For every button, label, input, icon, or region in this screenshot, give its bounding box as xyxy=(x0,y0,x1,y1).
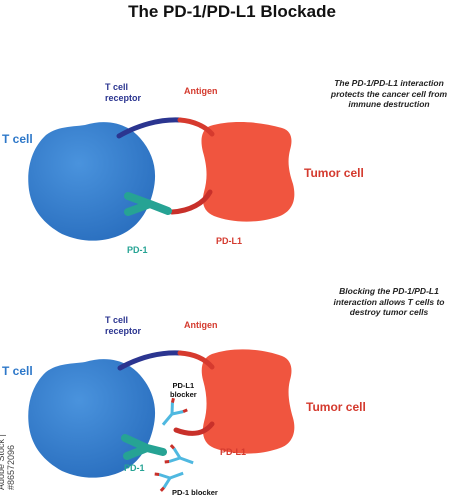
page-title: The PD-1/PD-L1 Blockade xyxy=(128,2,336,21)
tumor-cell-label-1: Tumor cell xyxy=(304,166,364,180)
pd-1-label-2: PD-1 xyxy=(124,463,145,473)
pd-l1-label-1: PD-L1 xyxy=(216,236,243,246)
antigen-1 xyxy=(177,117,215,137)
pd-l1-1 xyxy=(169,189,213,215)
tumor-cell-label-2: Tumor cell xyxy=(306,400,366,414)
tcr-label-1-line2: receptor xyxy=(105,93,142,104)
pd-l1-blocker-antibody xyxy=(161,397,188,426)
t-cell-receptor-2 xyxy=(117,350,183,371)
tcr-label-2-line2: receptor xyxy=(105,326,142,337)
tcr-label-2-line1: T cell xyxy=(105,315,129,325)
antigen-2 xyxy=(177,350,215,370)
pd-l1-label-2: PD-L1 xyxy=(220,447,247,457)
tumor-cell-2 xyxy=(201,349,295,454)
pd-1-2 xyxy=(121,434,167,460)
caption-2: Blocking the PD-1/PD-L1 interaction allo… xyxy=(333,286,445,318)
antigen-label-1: Antigen xyxy=(184,86,218,96)
t-cell-2 xyxy=(28,359,156,478)
t-cell-1 xyxy=(28,122,156,241)
panel-1 xyxy=(28,117,295,241)
pd-1-blocker-label: PD-1 blocker xyxy=(172,488,218,497)
pd-1-1 xyxy=(124,192,172,216)
antigen-label-2: Antigen xyxy=(184,320,218,330)
t-cell-receptor-1 xyxy=(116,117,183,139)
t-cell-label-1: T cell xyxy=(2,132,33,146)
pd-l1-blocker-label: PD-L1 blocker xyxy=(170,381,197,399)
tcr-label-2: T cell receptor xyxy=(105,315,141,338)
pd-l1-blocker-label-line2: blocker xyxy=(170,390,197,399)
stock-id-label: Adobe Stock | #86572096 xyxy=(0,434,16,490)
tcr-label-1: T cell receptor xyxy=(105,82,141,105)
pd-1-blocker-antibody-1 xyxy=(164,444,194,465)
panel-2 xyxy=(28,349,295,492)
pd-1-label-1: PD-1 xyxy=(127,245,148,255)
tumor-cell-1 xyxy=(201,122,295,222)
caption-1: The PD-1/PD-L1 interaction protects the … xyxy=(330,78,448,110)
pd-l1-blocker-label-line1: PD-L1 xyxy=(172,381,195,390)
t-cell-label-2: T cell xyxy=(2,364,33,378)
pd-1-blocker-antibody-2 xyxy=(154,471,184,492)
pd-l1-2 xyxy=(173,421,215,436)
tcr-label-1-line1: T cell xyxy=(105,82,129,92)
